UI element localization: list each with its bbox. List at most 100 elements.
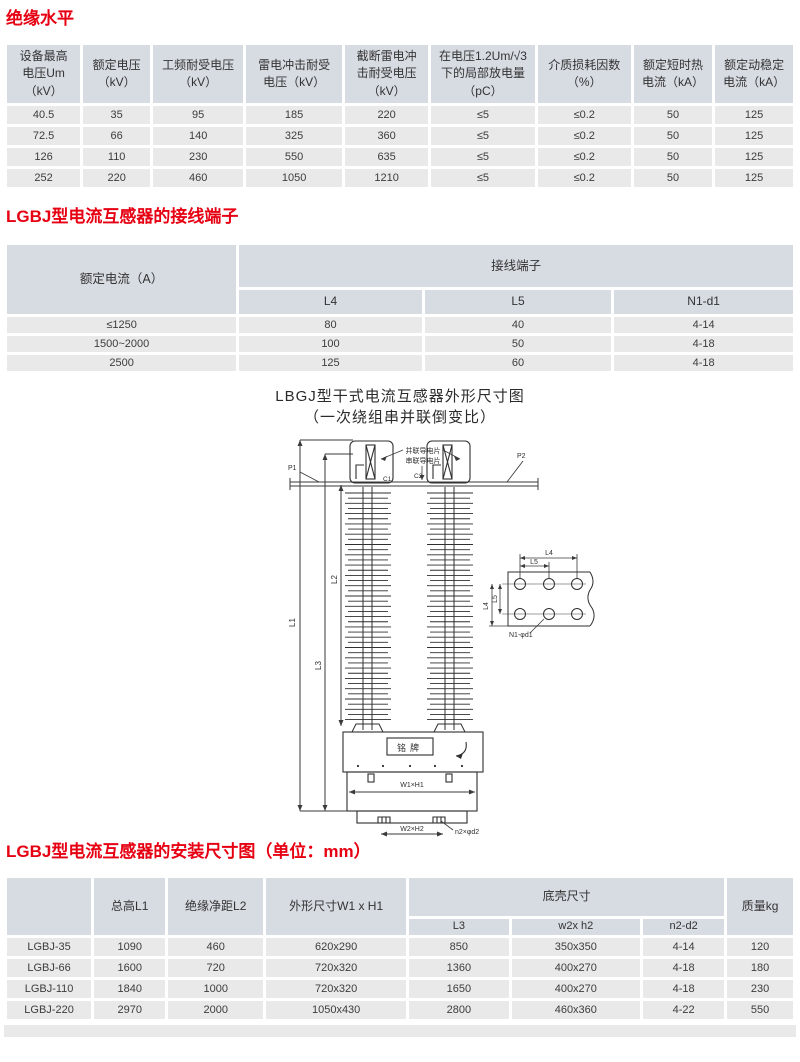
label-c1: C1 <box>383 476 392 483</box>
table-cell: 180 <box>727 959 793 977</box>
header-cell: 额定电压 （kV） <box>83 45 151 103</box>
table-cell: 4-18 <box>643 959 725 977</box>
table-cell: 230 <box>153 148 244 166</box>
table-cell: 550 <box>727 1001 793 1019</box>
header-cell-terminal-group: 接线端子 <box>239 245 793 287</box>
table-cell: ≤1250 <box>7 317 237 333</box>
detail-dim-l5-left: L5 <box>492 595 499 603</box>
dim-label-l3: L3 <box>314 661 323 670</box>
table-cell: ≤0.2 <box>537 169 631 187</box>
dim-label-l2: L2 <box>330 575 339 584</box>
table-header-row: 总高L1 绝缘净距L2 外形尺寸W1 x H1 底壳尺寸 质量kg <box>7 878 793 935</box>
table-row: ≤1250 80 40 4-14 <box>7 317 793 333</box>
table-cell: 4-18 <box>643 980 725 998</box>
table-cell: 220 <box>345 106 429 124</box>
dim-label-l1: L1 <box>288 618 297 627</box>
table-header-row: 额定电流（A） 接线端子 <box>7 245 793 314</box>
table-cell: 1500~2000 <box>7 336 237 352</box>
insulator-fins-right <box>427 492 473 721</box>
drawing-title-line1: LBGJ型干式电流互感器外形尺寸图 <box>275 388 525 405</box>
table-cell: 230 <box>727 980 793 998</box>
table-row: LGBJ-35 1090 460 620x290 850 350x350 4-1… <box>7 938 793 956</box>
subheader-cell: L3 <box>409 919 509 935</box>
table-cell: 720 <box>168 959 264 977</box>
table-cell: LGBJ-35 <box>7 938 92 956</box>
clipped-next-row <box>4 1025 796 1037</box>
table-cell: 2000 <box>168 1001 264 1019</box>
table-cell: 125 <box>715 148 793 166</box>
table-cell: 50 <box>633 127 713 145</box>
section-title-insulation-level: 绝缘水平 <box>6 9 74 28</box>
terminal-box-left <box>349 440 394 484</box>
nameplate-label: 铭牌 <box>397 742 423 753</box>
label-c2: C2 <box>414 473 423 480</box>
table-cell: 125 <box>715 169 793 187</box>
table-cell: 1840 <box>94 980 166 998</box>
header-cell-model <box>7 878 92 935</box>
table-cell: 1050x430 <box>266 1001 407 1019</box>
table-cell: 720x320 <box>266 980 407 998</box>
table-cell: 40 <box>424 317 612 333</box>
table-cell: ≤0.2 <box>537 127 631 145</box>
section-title-terminals: LGBJ型电流互感器的接线端子 <box>6 207 239 226</box>
mounting-dimension-table: 总高L1 绝缘净距L2 外形尺寸W1 x H1 底壳尺寸 质量kg L3 w2x… <box>4 875 796 1022</box>
header-cell: 雷电冲击耐受 电压（kV） <box>246 45 343 103</box>
nameplate-box <box>386 737 434 756</box>
terminal-label-p1: P1 <box>288 465 297 472</box>
table-cell: 35 <box>83 106 151 124</box>
header-cell: 介质损耗因数 （%） <box>537 45 631 103</box>
insulation-level-table: 设备最高 电压Um （kV） 额定电压 （kV） 工频耐受电压 （kV） 雷电冲… <box>4 42 796 190</box>
table-row: 72.5 66 140 325 360 ≤5 ≤0.2 50 125 <box>7 127 793 145</box>
table-cell: 635 <box>345 148 429 166</box>
table-cell: 460x360 <box>511 1001 641 1019</box>
table-cell: 72.5 <box>7 127 81 145</box>
table-cell: 1210 <box>345 169 429 187</box>
table-cell: 550 <box>246 148 343 166</box>
table-cell: 40.5 <box>7 106 81 124</box>
terminal-box-right <box>426 440 471 484</box>
table-cell: 66 <box>83 127 151 145</box>
header-cell-height: 总高L1 <box>94 878 166 935</box>
table-cell: LGBJ-66 <box>7 959 92 977</box>
table-cell: 50 <box>633 169 713 187</box>
dim-label-w1h1: W1×H1 <box>400 782 424 789</box>
table-cell: 4-14 <box>614 317 793 333</box>
table-cell: 220 <box>83 169 151 187</box>
terminal-label-p2: P2 <box>517 453 526 460</box>
table-subheader-row: L4 L5 N1-d1 <box>7 290 793 314</box>
table-cell: 720x320 <box>266 959 407 977</box>
header-cell-weight: 质量kg <box>727 878 793 935</box>
table-cell: 2970 <box>94 1001 166 1019</box>
detail-dim-n1d1: N1-φd1 <box>509 632 533 639</box>
transformer-outline-drawing: L1 L3 L2 P1 P2 并联导电片 串联导电片 <box>288 439 595 837</box>
subheader-cell: w2x h2 <box>511 919 641 935</box>
table-header-row: 设备最高 电压Um （kV） 额定电压 （kV） 工频耐受电压 （kV） 雷电冲… <box>7 45 793 103</box>
table-cell: 120 <box>727 938 793 956</box>
table-cell: 1090 <box>94 938 166 956</box>
table-cell: 50 <box>424 336 612 352</box>
outline-drawing-block: LBGJ型干式电流互感器外形尺寸图 （一次绕组串并联倒变比） L1 L3 L2 <box>0 386 800 841</box>
table-cell: 50 <box>633 148 713 166</box>
table-cell: 80 <box>239 317 422 333</box>
table-cell: 2500 <box>7 355 237 371</box>
table-cell: 1650 <box>409 980 509 998</box>
terminal-table: 额定电流（A） 接线端子 L4 L5 N1-d1 ≤1250 80 40 4-1… <box>4 242 796 374</box>
table-cell: 400x270 <box>511 959 641 977</box>
table-cell: 95 <box>153 106 244 124</box>
table-cell: 620x290 <box>266 938 407 956</box>
table-row: LGBJ-66 1600 720 720x320 1360 400x270 4-… <box>7 959 793 977</box>
dim-label-n2d2: n2×φd2 <box>455 829 479 836</box>
table-cell: 4-22 <box>643 1001 725 1019</box>
header-cell-base-group: 底壳尺寸 <box>409 878 725 916</box>
table-row: 40.5 35 95 185 220 ≤5 ≤0.2 50 125 <box>7 106 793 124</box>
table-cell: 110 <box>83 148 151 166</box>
table-cell: 252 <box>7 169 81 187</box>
table-subheader-row: L3 w2x h2 n2-d2 <box>7 919 793 935</box>
header-cell: 额定短时热 电流（kA） <box>633 45 713 103</box>
subheader-cell: L5 <box>424 290 612 314</box>
table-cell: 185 <box>246 106 343 124</box>
table-cell: 125 <box>715 127 793 145</box>
table-cell: 360 <box>345 127 429 145</box>
detail-dim-l4-top: L4 <box>545 550 553 557</box>
insulator-fins-left <box>345 492 391 721</box>
